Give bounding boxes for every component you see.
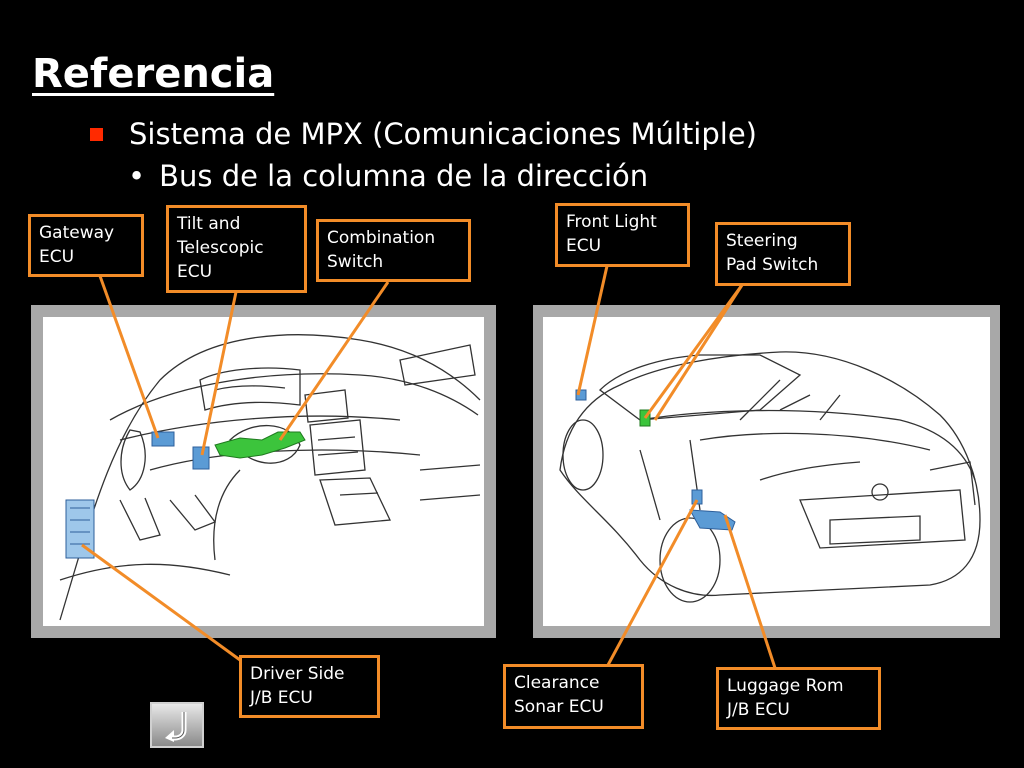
label-steering-pad-switch: Steering Pad Switch: [715, 222, 851, 286]
label-tilt-telescopic-ecu: Tilt and Telescopic ECU: [166, 205, 307, 293]
label-clearance-sonar-ecu: Clearance Sonar ECU: [503, 664, 644, 729]
label-luggage-room-jb-ecu: Luggage Rom J/B ECU: [716, 667, 881, 730]
dot-bullet-icon: •: [128, 159, 146, 193]
return-arrow-icon: [165, 712, 187, 742]
bullet-text: Sistema de MPX (Comunicaciones Múltiple): [129, 117, 757, 151]
square-bullet-icon: [90, 127, 103, 141]
label-gateway-ecu: Gateway ECU: [28, 214, 144, 277]
back-button[interactable]: [150, 702, 204, 748]
sub-bullet-text: Bus de la columna de la dirección: [159, 159, 649, 193]
exterior-diagram-panel: [533, 305, 1000, 638]
label-combination-switch: Combination Switch: [316, 219, 471, 282]
label-driver-side-jb-ecu: Driver Side J/B ECU: [239, 655, 380, 718]
interior-diagram-panel: [31, 305, 496, 638]
bullet-item: Sistema de MPX (Comunicaciones Múltiple): [90, 114, 757, 154]
slide-title: Referencia: [32, 51, 275, 97]
sub-bullet-item: • Bus de la columna de la dirección: [128, 156, 648, 196]
label-front-light-ecu: Front Light ECU: [555, 203, 690, 267]
